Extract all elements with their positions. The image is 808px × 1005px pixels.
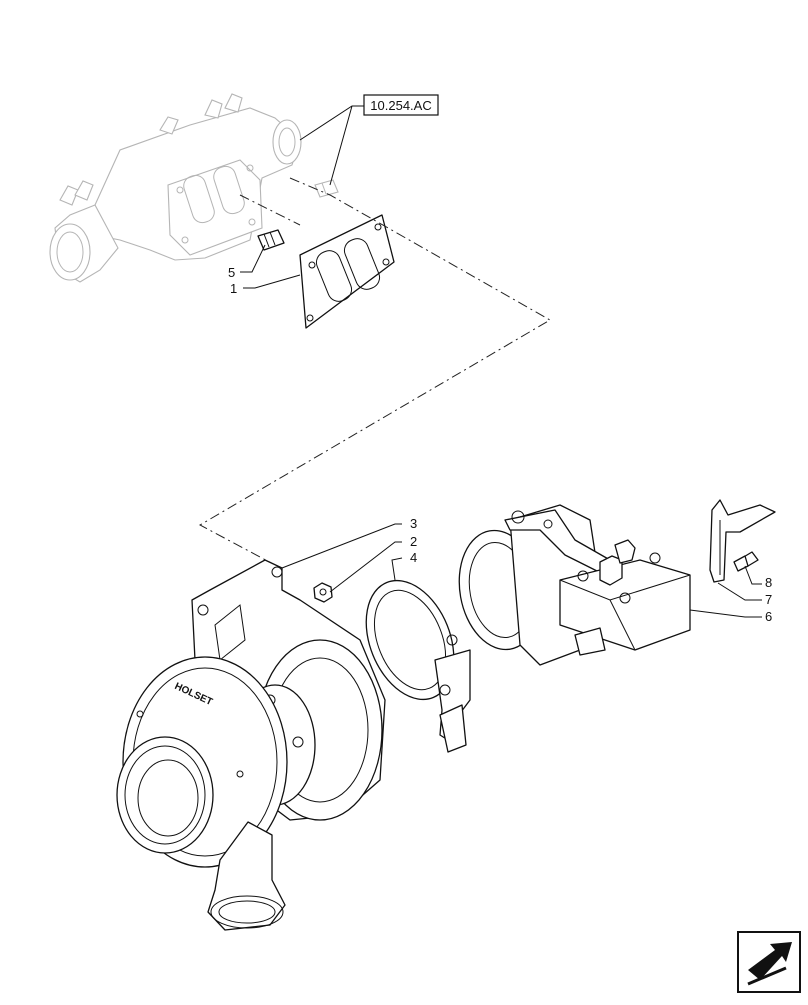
stud-upper (314, 179, 339, 198)
assembly-centerline (198, 177, 552, 566)
reference-code: 10.254.AC (370, 98, 431, 113)
callout-8[interactable]: 8 (744, 565, 772, 590)
reference-tag[interactable]: 10.254.AC (363, 94, 439, 116)
callout-7[interactable]: 7 (717, 582, 772, 607)
bolt (733, 551, 759, 572)
callout-3[interactable]: 3 (281, 516, 417, 569)
callout-8-label: 8 (765, 575, 772, 590)
callout-7-label: 7 (765, 592, 772, 607)
assembly-centerline-upper (239, 194, 301, 226)
callout-1-label: 1 (230, 281, 237, 296)
callout-4[interactable]: 4 (391, 550, 417, 581)
callout-6-label: 6 (765, 609, 772, 624)
callout-3-label: 3 (410, 516, 417, 531)
nut (313, 582, 333, 603)
reference-leader (299, 105, 364, 186)
next-page-arrow-icon[interactable] (737, 931, 801, 993)
callout-6[interactable]: 6 (689, 609, 772, 624)
bracket (709, 499, 776, 583)
stud (257, 229, 285, 251)
turbocharger: HOLSET (116, 559, 386, 931)
v-band-clamp (365, 579, 471, 753)
callout-2[interactable]: 2 (329, 534, 417, 593)
callout-1[interactable]: 1 (230, 274, 301, 296)
callout-5-label: 5 (228, 265, 235, 280)
callout-4-label: 4 (410, 550, 417, 565)
gasket (299, 214, 395, 329)
exhaust-manifold-reference (49, 93, 302, 283)
exhaust-brake-valve (458, 504, 691, 666)
callout-2-label: 2 (410, 534, 417, 549)
callout-5[interactable]: 5 (228, 244, 266, 280)
